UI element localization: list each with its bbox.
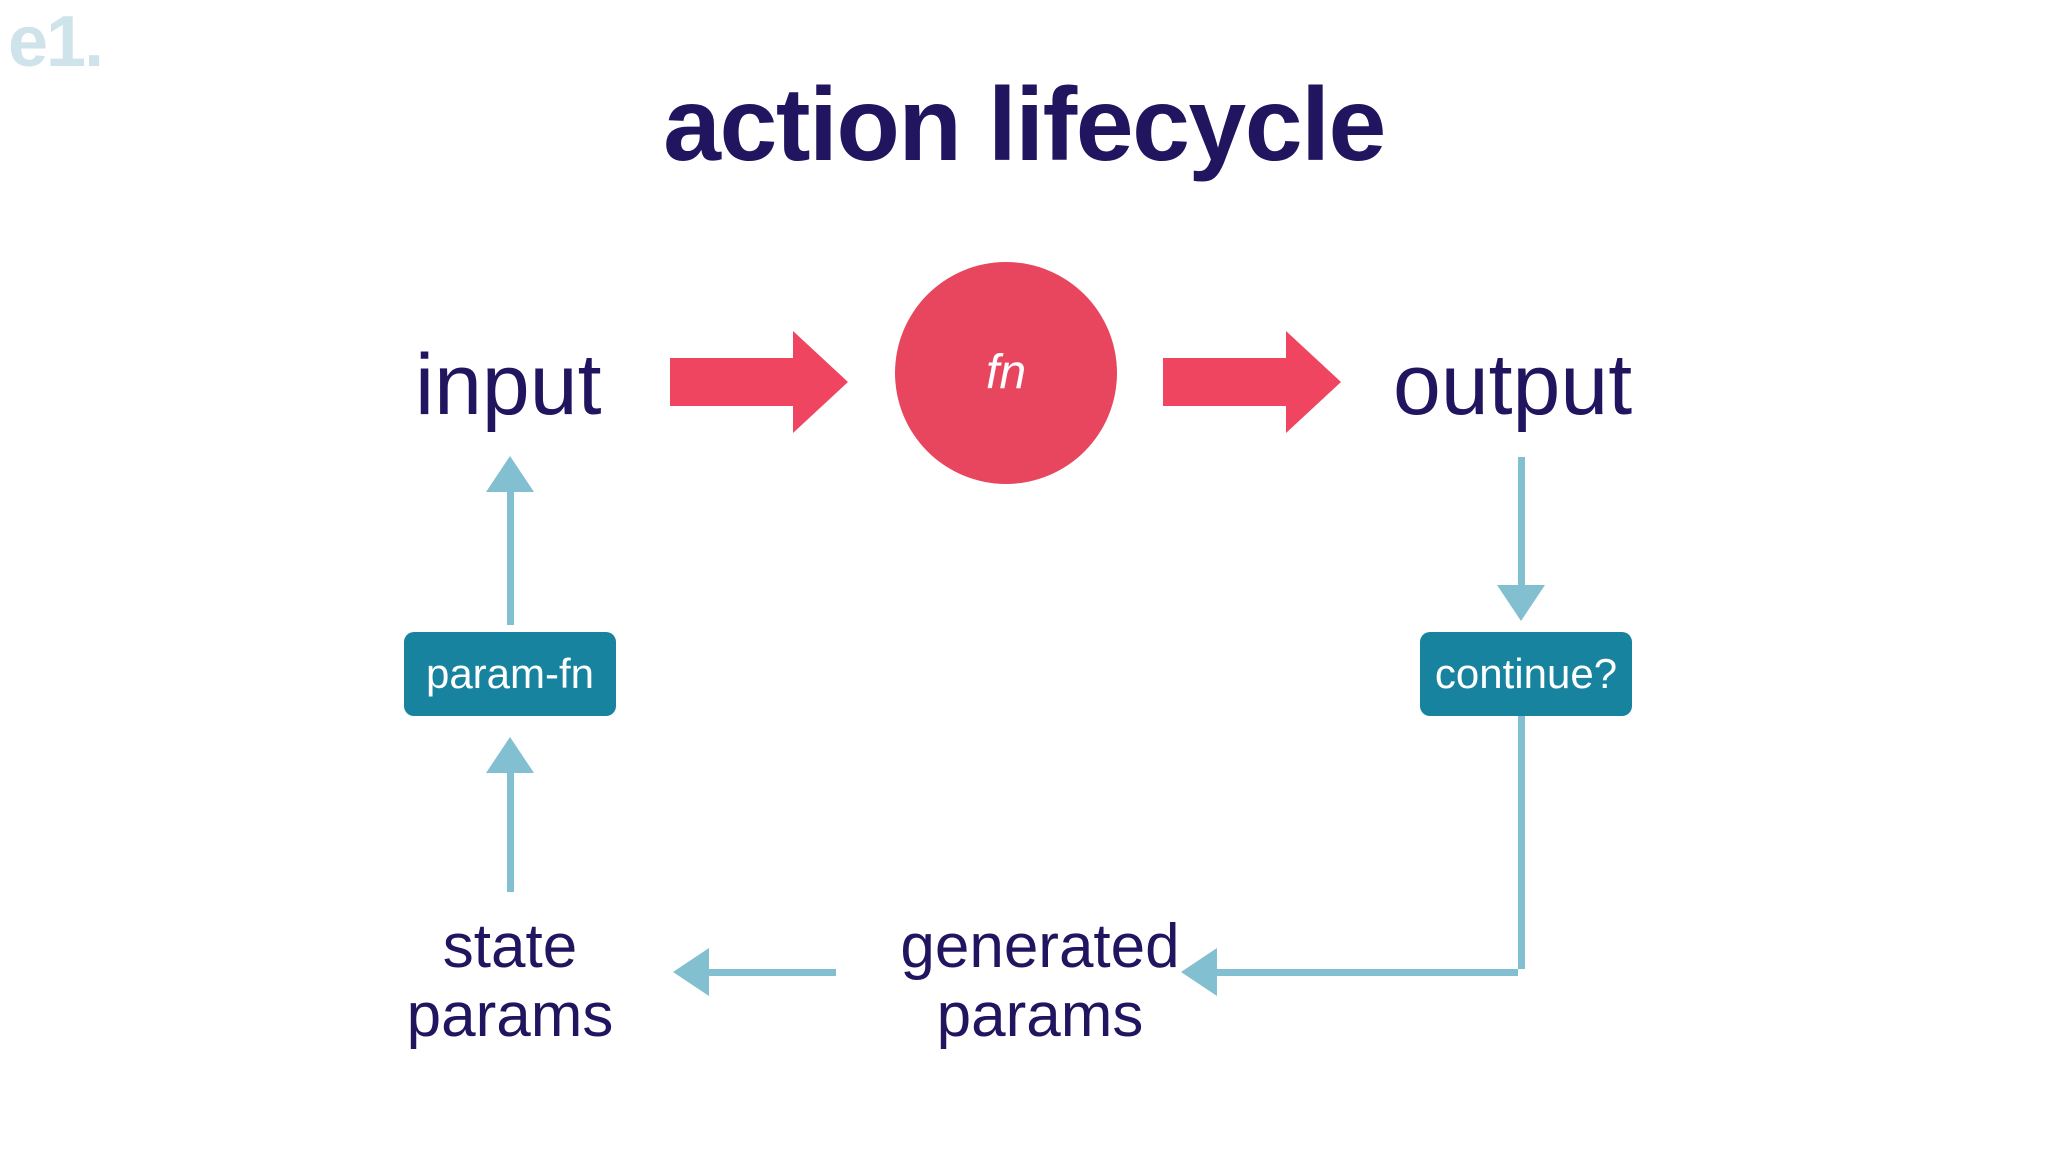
arrow-input-to-fn — [670, 331, 848, 433]
node-state-params-line2: params — [406, 981, 614, 1051]
arrow-state-params-to-param-fn — [486, 737, 534, 892]
node-fn-circle: fn — [895, 262, 1117, 484]
node-fn-label: fn — [985, 346, 1027, 399]
node-generated-params-line1: generated — [900, 912, 1180, 981]
page-title: action lifecycle — [663, 67, 1386, 183]
slide-watermark: e1. — [8, 2, 104, 82]
arrow-generated-params-to-state-params — [673, 948, 836, 996]
node-input-label: input — [415, 337, 602, 433]
node-output-label: output — [1393, 337, 1633, 433]
arrow-fn-to-output — [1163, 331, 1341, 433]
node-param-fn-box: param-fn — [404, 632, 616, 716]
node-state-params-label: state params — [330, 912, 690, 1051]
node-param-fn-label: param-fn — [425, 650, 595, 697]
node-continue-label: continue? — [1434, 650, 1618, 697]
arrow-param-fn-to-input — [486, 456, 534, 625]
node-continue-box: continue? — [1420, 632, 1632, 716]
node-state-params-line1: state — [442, 912, 578, 981]
node-generated-params-line2: params — [936, 981, 1144, 1051]
node-generated-params-label: generated params — [830, 912, 1250, 1051]
arrow-output-to-continue — [1497, 457, 1545, 621]
